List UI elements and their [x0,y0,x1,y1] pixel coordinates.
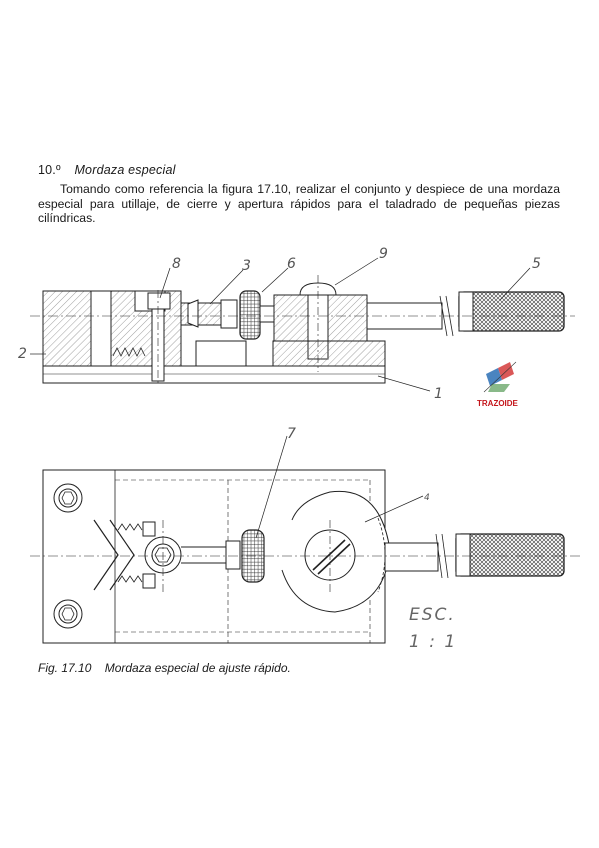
callout-5: 5 [532,256,541,272]
knurled-knob-6 [239,290,261,340]
scale-label: ESC. [409,605,456,625]
callout-9: 9 [379,246,388,262]
base-plate [42,365,386,384]
logo-text: TRAZOIDE [477,399,519,408]
eccentric-disc [281,490,391,613]
knurled-handle-5 [458,291,565,332]
callout-7: 7 [287,426,296,442]
exercise-paragraph: Tomando como referencia la figura 17.10,… [38,182,560,226]
scale-value: 1 : 1 [409,632,457,652]
spring [112,347,146,357]
section-view [30,257,575,392]
socket-screw-bottom [53,599,83,629]
paragraph-text: Tomando como referencia la figura 17.10,… [38,182,560,225]
callout-3: 3 [242,258,251,274]
callout-4: 4 [424,493,430,503]
section-title: Mordaza especial [74,163,176,177]
trazoide-logo: TRAZOIDE [477,361,519,408]
callout-6: 6 [287,256,296,272]
callout-8: 8 [172,256,181,272]
callout-1: 1 [434,386,443,402]
section-number: 10.º [38,163,61,177]
nut [220,299,238,329]
threaded-part-3 [180,302,222,326]
knurled-handle-plan [455,533,565,577]
section-heading: 10.º Mordaza especial [38,163,176,177]
figure-caption-text: Mordaza especial de ajuste rápido. [104,661,291,675]
screw-head-8 [147,292,171,310]
figure-label: Fig. 17.10 [38,661,92,675]
socket-screw-top [53,483,83,513]
callout-2: 2 [18,346,27,362]
figure-caption: Fig. 17.10 Mordaza especial de ajuste rá… [38,661,291,675]
left-body [42,290,92,367]
v-jaw [93,519,119,591]
plan-view [30,435,580,644]
hex-nut [225,540,241,570]
